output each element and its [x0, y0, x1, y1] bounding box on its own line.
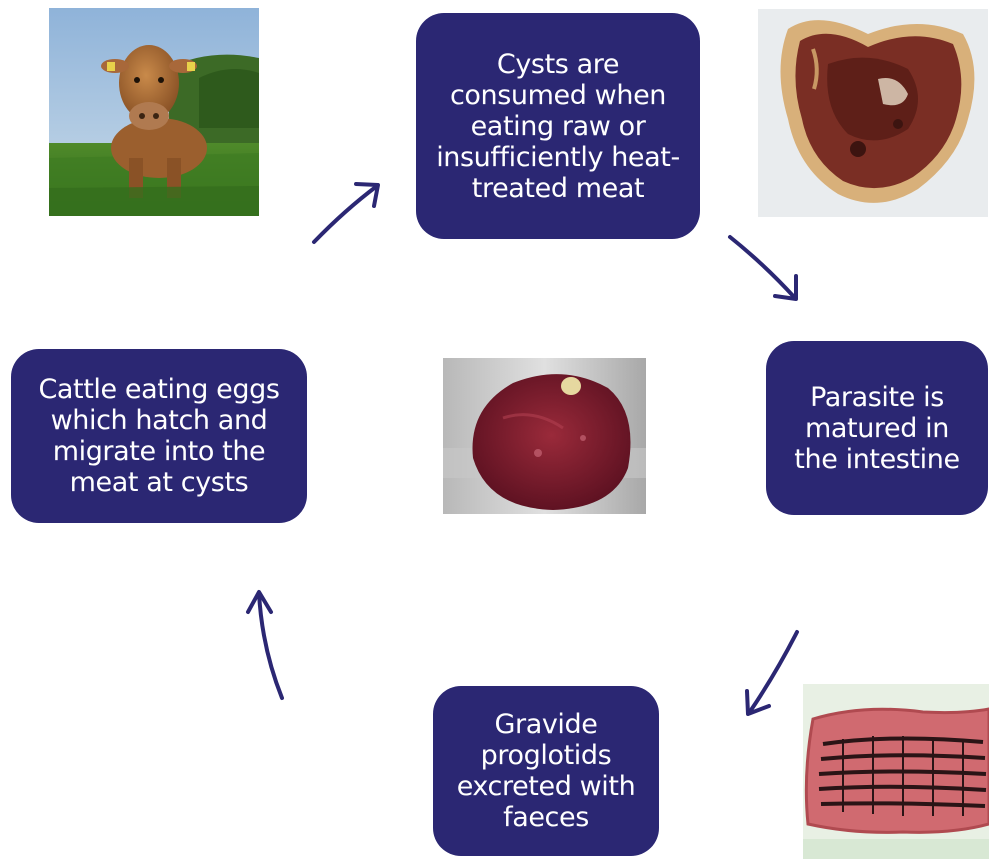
step-cattle-eating-eggs: Cattle eating eggs which hatch and migra…: [11, 349, 307, 523]
arrow-left-to-top-head: [356, 184, 378, 206]
step-cattle-eating-eggs-label: Cattle eating eggs which hatch and migra…: [38, 374, 279, 498]
step-proglotids-excreted-label: Gravide proglotids excreted with faeces: [457, 709, 636, 833]
arrow-bottom-to-left-head: [248, 592, 271, 612]
arrow-left-to-top: [314, 186, 377, 242]
step-cysts-consumed-label: Cysts are consumed when eating raw or in…: [436, 49, 680, 204]
step-cysts-consumed: Cysts are consumed when eating raw or in…: [416, 13, 700, 239]
tapeworm-photo: [803, 684, 989, 859]
step-proglotids-excreted: Gravide proglotids excreted with faeces: [433, 686, 659, 856]
arrow-top-to-right: [730, 237, 795, 298]
step-parasite-matured-label: Parasite is matured in the intestine: [794, 382, 959, 475]
cow-photo: [49, 8, 259, 216]
arrow-right-to-bottom-head: [747, 691, 769, 714]
arrow-bottom-to-left: [259, 593, 282, 698]
arrow-top-to-right-head: [775, 276, 796, 299]
arrow-right-to-bottom: [749, 632, 797, 713]
meat-cross-section-photo: [758, 9, 988, 217]
step-parasite-matured: Parasite is matured in the intestine: [766, 341, 988, 515]
infected-meat-photo: [443, 358, 646, 514]
